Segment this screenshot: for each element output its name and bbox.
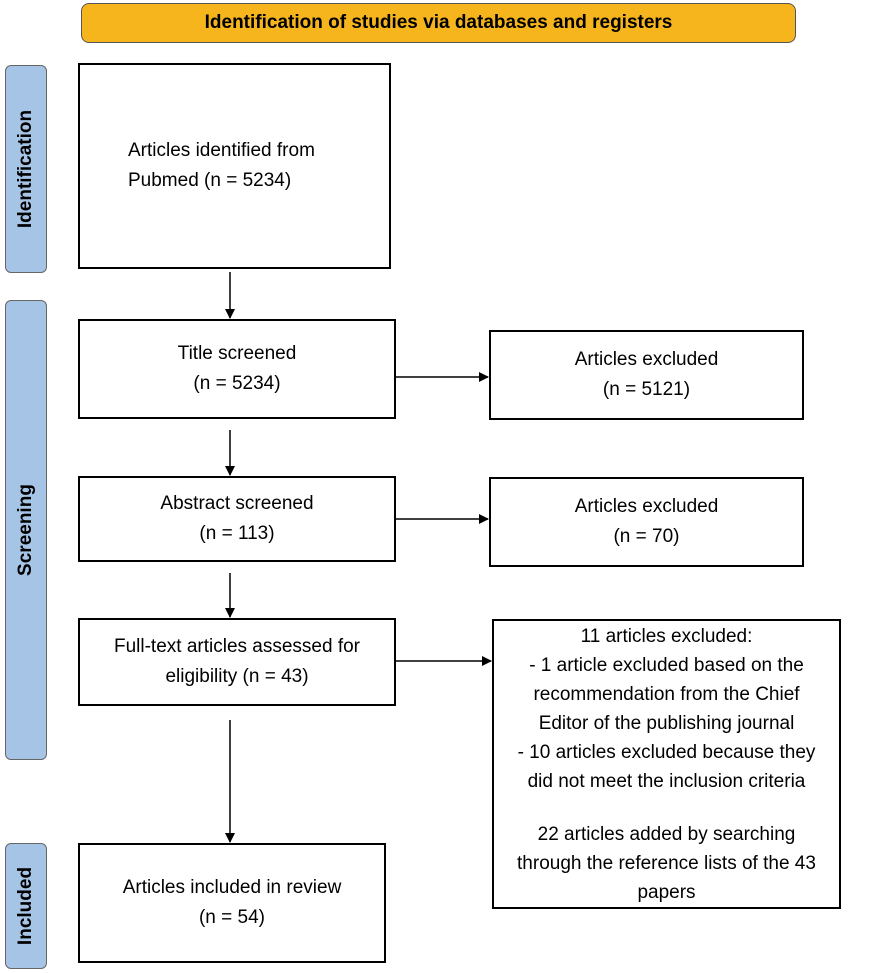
box-abstract-screened-line2: (n = 113) <box>199 523 275 544</box>
box-identified-line1: Articles identified from <box>128 140 315 161</box>
box-excluded-fulltext: 11 articles excluded: - 1 article exclud… <box>492 619 841 909</box>
excluded-fulltext-line: through the reference lists of the 43 <box>517 852 816 874</box>
box-excluded-abstract: Articles excluded (n = 70) <box>489 477 804 567</box>
box-fulltext-line2: eligibility (n = 43) <box>165 666 309 687</box>
box-title-screened: Title screened (n = 5234) <box>78 319 396 419</box>
box-abstract-screened-line1: Abstract screened <box>160 493 314 514</box>
excluded-fulltext-line: 11 articles excluded: <box>580 625 753 647</box>
excluded-fulltext-line: - 10 articles excluded because they <box>517 741 816 763</box>
excluded-fulltext-line: papers <box>637 881 696 903</box>
box-fulltext: Full-text articles assessed for eligibil… <box>78 618 396 706</box>
box-excluded-title-line2: (n = 5121) <box>602 379 691 400</box>
box-title-screened-line2: (n = 5234) <box>193 373 281 394</box>
excluded-fulltext-line: Editor of the publishing journal <box>538 712 795 734</box>
excluded-fulltext-line: - 1 article excluded based on the <box>529 654 804 676</box>
excluded-fulltext-line: 22 articles added by searching <box>537 823 796 845</box>
box-included-line2: (n = 54) <box>198 907 265 928</box>
box-identified-line2: Pubmed (n = 5234) <box>128 170 292 191</box>
phase-identification: Identification <box>5 65 47 273</box>
box-abstract-screened: Abstract screened (n = 113) <box>78 476 396 562</box>
box-fulltext-line1: Full-text articles assessed for <box>113 636 361 657</box>
phase-screening: Screening <box>5 300 47 760</box>
excluded-fulltext-line: did not meet the inclusion criteria <box>527 770 806 792</box>
box-excluded-title: Articles excluded (n = 5121) <box>489 330 804 420</box>
phase-included: Included <box>5 843 47 969</box>
box-excluded-abstract-line2: (n = 70) <box>613 526 680 547</box>
box-included-line1: Articles included in review <box>122 877 342 898</box>
box-identified: Articles identified from Pubmed (n = 523… <box>78 63 391 269</box>
box-excluded-abstract-line1: Articles excluded <box>574 496 719 517</box>
header-title: Identification of studies via databases … <box>204 12 673 33</box>
box-excluded-title-line1: Articles excluded <box>574 349 719 370</box>
diagram-header: Identification of studies via databases … <box>81 3 796 43</box>
box-included: Articles included in review (n = 54) <box>78 843 386 963</box>
box-title-screened-line1: Title screened <box>177 343 297 364</box>
excluded-fulltext-line: recommendation from the Chief <box>533 683 800 705</box>
